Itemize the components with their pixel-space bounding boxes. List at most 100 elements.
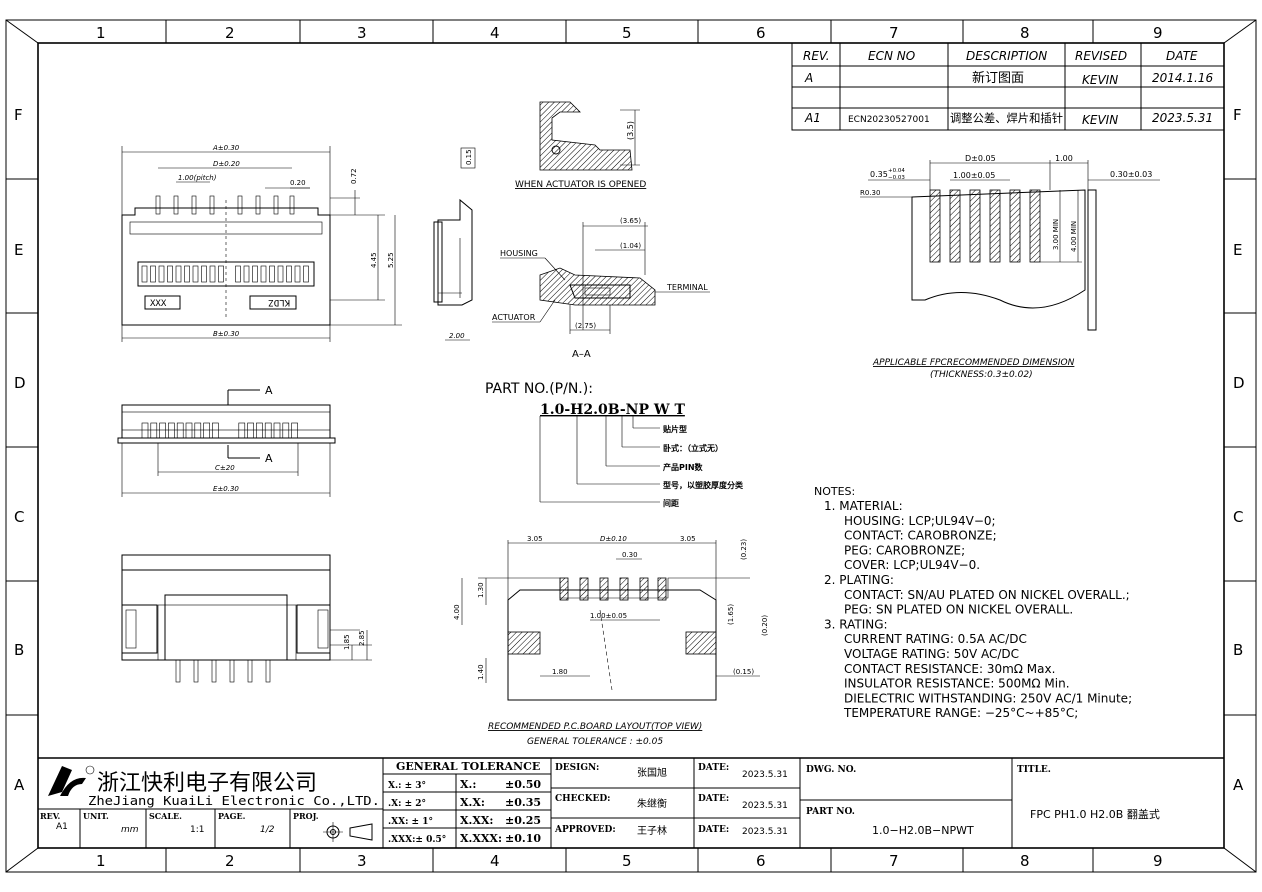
pcb-dim-020: (0.20): [761, 615, 769, 636]
legend-model: 型号，以塑胶厚度分类: [663, 480, 743, 490]
checked-name: 朱继衡: [637, 797, 667, 810]
svg-text:1.85: 1.85: [343, 634, 351, 650]
row-label-left: B: [14, 641, 24, 659]
col-label-bottom: 3: [357, 852, 367, 870]
date-label: DATE:: [698, 825, 729, 835]
note-line: CONTACT RESISTANCE: 30mΩ Max.: [844, 662, 1055, 676]
mark-left: XXX: [150, 299, 167, 309]
col-label-bottom: 5: [622, 852, 632, 870]
tolerance-angle: X.: ± 3°: [388, 781, 426, 791]
page-value: 1/2: [260, 825, 275, 835]
fpc-min-300: 3.00 MIN: [1052, 219, 1060, 250]
tolerance-value: ±0.10: [505, 832, 541, 845]
title-block: 浙江快利电子有限公司 ZheJiang KuaiLi Electronic Co…: [38, 757, 1224, 848]
row-label-right: E: [1233, 241, 1242, 259]
legend-horizontal: 卧式：（立式无）: [663, 443, 723, 453]
pcb-dim-305b: 3.05: [680, 535, 696, 543]
approved-name: 王子林: [637, 824, 667, 837]
dwg-label: DWG. NO.: [806, 765, 856, 775]
note-line: CONTACT: CAROBRONZE;: [844, 529, 997, 543]
fpc-sub: (THICKNESS:0.3±0.02): [930, 370, 1033, 380]
col-label-top: 3: [357, 24, 367, 42]
front-view: A±0.30 D±0.20 1.00(pitch) 0.20 0.72 4.45…: [121, 144, 402, 342]
fpc-tol-dn: −0.03: [888, 175, 905, 181]
pcb-pad: [559, 577, 569, 601]
pcb-dim-030: 0.30: [622, 551, 638, 559]
legend-pitch: 间距: [663, 498, 679, 508]
pcb-dim-180: 1.80: [552, 668, 568, 676]
pcb-dim-400: 4.00: [453, 604, 461, 620]
contact-pin: [150, 422, 158, 439]
section-marker-top: A: [265, 384, 273, 397]
design-name: 张国旭: [637, 767, 667, 779]
contact-pin: [168, 422, 175, 439]
note-line: HOUSING: LCP;UL94V−0;: [844, 514, 996, 528]
scale-label: SCALE.: [149, 811, 182, 821]
col-label-top: 7: [889, 24, 899, 42]
date-cell: 2023.5.31: [1152, 111, 1213, 125]
company-cn: 浙江快利电子有限公司: [97, 771, 317, 796]
revised-cell: KEVIN: [1082, 113, 1118, 127]
proj-label: PROJ.: [293, 811, 319, 821]
tolerance-value: ±0.50: [505, 778, 541, 791]
date-design: 2023.5.31: [742, 770, 788, 780]
col-label-top: 2: [225, 24, 235, 42]
fpc-dim-pitch: 1.00±0.05: [953, 171, 995, 180]
contact-slot: [167, 265, 173, 283]
revised-header: REVISED: [1075, 49, 1127, 63]
contact-pin: [203, 422, 210, 439]
fpc-dim-d: D±0.05: [965, 154, 996, 163]
rev-label: REV.: [40, 811, 61, 821]
contact-slot: [184, 265, 190, 283]
solder-pin: [247, 659, 253, 683]
dim-275: (2.75): [575, 322, 596, 330]
connector-pin: [155, 195, 161, 215]
contact-slot: [192, 265, 199, 283]
notes-block: NOTES: 1. MATERIAL:HOUSING: LCP;UL94V−0;…: [814, 485, 1132, 720]
row-label-right: D: [1233, 374, 1245, 392]
rev-value: A1: [56, 822, 68, 832]
part-no-code: 1.0-H2.0B-NP W T: [540, 402, 685, 418]
connector-pin: [237, 195, 243, 215]
tolerance-value: ±0.35: [505, 796, 541, 809]
unit-value: mm: [121, 825, 139, 835]
description-cell: 新订图面: [972, 70, 1024, 86]
fpc-dim-035: 0.35: [870, 170, 888, 179]
contact-pin: [264, 422, 272, 439]
title-label: TITLE.: [1017, 765, 1051, 775]
solder-pin: [175, 659, 181, 683]
part-no-title: PART NO.(P/N.):: [485, 381, 593, 397]
date-cell: 2014.1.16: [1152, 71, 1213, 85]
contact-pin: [247, 422, 254, 439]
pcb-pad: [619, 577, 629, 601]
row-label-right: A: [1233, 776, 1244, 794]
contact-pin: [141, 422, 149, 439]
contact-slot: [269, 265, 275, 283]
row-label-left: A: [14, 776, 25, 794]
tolerance-label: X.X:: [460, 796, 485, 809]
dim-35: (3.5): [626, 121, 635, 140]
checked-label: CHECKED:: [555, 794, 611, 804]
fpc-pad: [949, 189, 961, 263]
contact-slot: [286, 265, 292, 283]
row-labels: F E D C B A F E D C B A: [14, 106, 1245, 794]
part-number-block: PART NO.(P/N.): 1.0-H2.0B-NP W T 贴片型 卧式：…: [485, 381, 743, 508]
label-housing: HOUSING: [500, 249, 538, 258]
description-header: DESCRIPTION: [966, 49, 1047, 63]
contact-pin: [194, 422, 202, 439]
svg-text:2.85: 2.85: [358, 630, 366, 646]
note-line: PEG: SN PLATED ON NICKEL OVERALL.: [844, 603, 1073, 617]
description-cell: 调整公差、焊片和插针: [950, 111, 1063, 125]
fpc-tol-up: +0.04: [888, 168, 905, 174]
fpc-min-400: 4.00 MIN: [1070, 221, 1078, 252]
note-line: 2. PLATING:: [824, 573, 894, 587]
row-label-left: F: [14, 106, 23, 124]
row-label-right: B: [1233, 641, 1243, 659]
connector-pin: [173, 195, 179, 215]
note-line: COVER: LCP;UL94V−0.: [844, 558, 980, 572]
pcb-dim-305a: 3.05: [527, 535, 543, 543]
contact-slot: [175, 265, 182, 283]
fpc-dim-100: 1.00: [1055, 154, 1073, 163]
bottom-view: 1.30 1.85 2.85: [121, 554, 372, 683]
